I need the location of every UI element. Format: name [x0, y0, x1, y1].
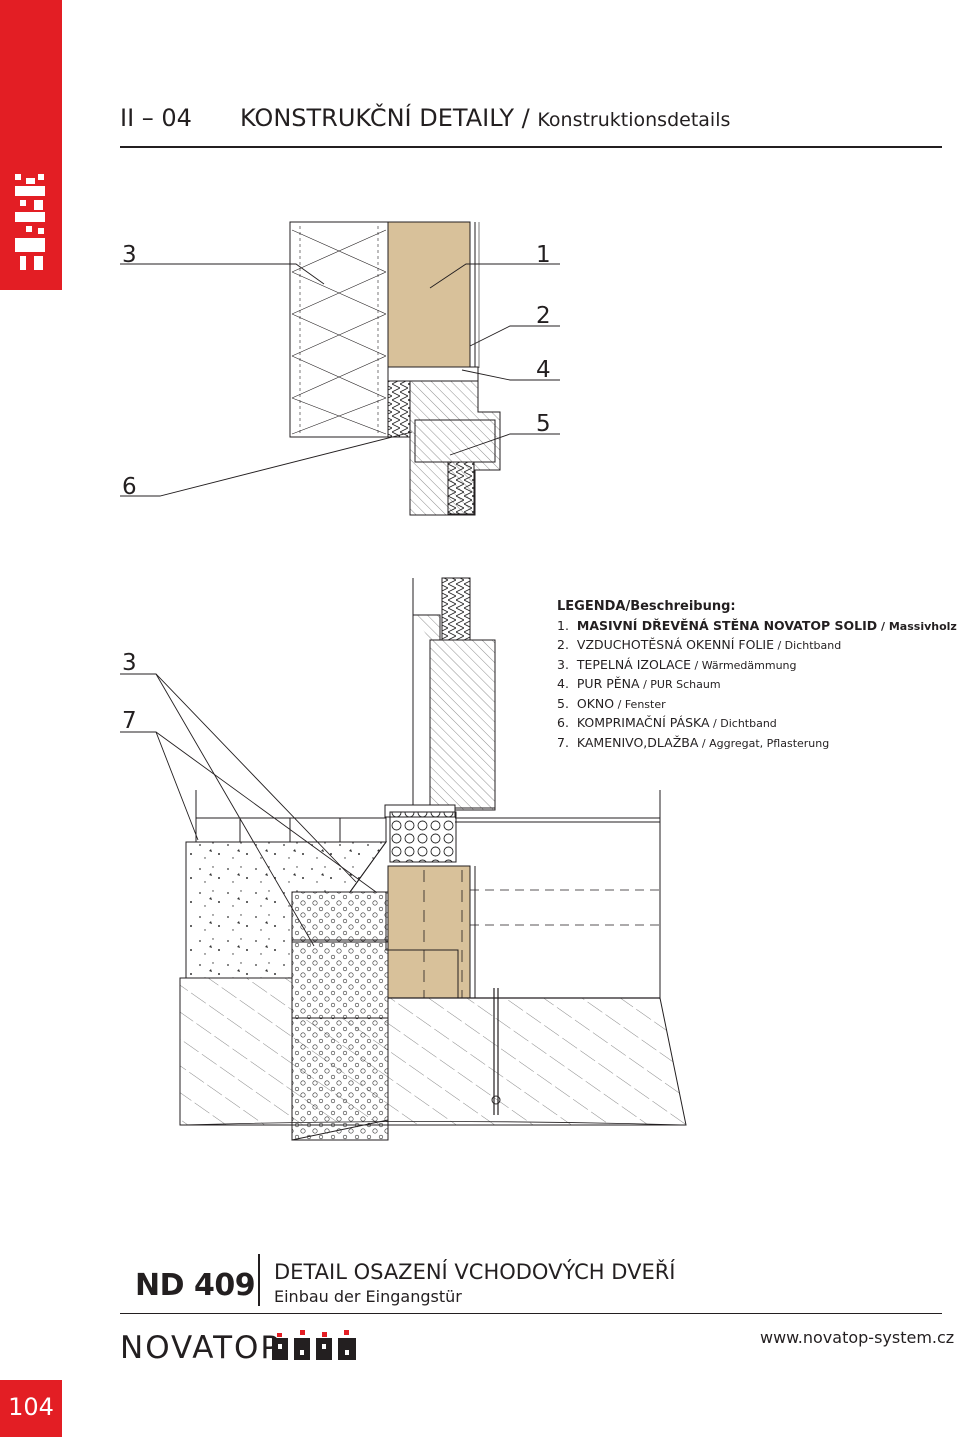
construction-detail-drawing: 3 1 2 4 5 6 3 7	[120, 221, 687, 1141]
legend-item: 6. KOMPRIMAČNÍ PÁSKA / Dichtband	[557, 715, 777, 730]
page-header: II – 04 KONSTRUKČNÍ DETAILY / Konstruktio…	[120, 104, 730, 132]
detail-title: DETAIL OSAZENÍ VCHODOVÝCH DVEŘÍ	[274, 1260, 676, 1284]
section-number: II – 04	[120, 104, 192, 132]
page-number: 104	[8, 1393, 54, 1421]
detail-code: ND 409	[135, 1268, 256, 1303]
novatop-logo-icon	[272, 1330, 356, 1360]
legend-item: 7. KAMENIVO,DLAŽBA / Aggregat, Pflasteru…	[557, 734, 830, 750]
callout-2: 2	[536, 303, 551, 329]
legend-item: 1. MASIVNÍ DŘEVĚNÁ STĚNA NOVATOP SOLID /…	[557, 617, 957, 633]
header-rule	[120, 146, 942, 148]
callout-5: 5	[536, 411, 551, 437]
footer-rule	[120, 1313, 942, 1314]
callout-3-top: 3	[122, 242, 137, 268]
novatop-logo-mark	[15, 174, 45, 270]
header-title: KONSTRUKČNÍ DETAILY /	[240, 104, 530, 132]
callout-4: 4	[536, 357, 551, 383]
legend-item: 5. OKNO / Fenster	[557, 695, 666, 711]
header-subtitle: Konstruktionsdetails	[537, 109, 731, 131]
callout-3-bottom: 3	[122, 650, 137, 676]
legend: LEGENDA/Beschreibung: 1. MASIVNÍ DŘEVĚNÁ…	[557, 598, 957, 753]
legend-item: 4. PUR PĚNA / PUR Schaum	[557, 676, 721, 691]
callout-6: 6	[122, 474, 137, 500]
callout-1: 1	[536, 242, 551, 268]
detail-subtitle: Einbau der Eingangstür	[274, 1287, 462, 1306]
legend-title: LEGENDA/Beschreibung:	[557, 599, 736, 614]
brand-wordmark: NOVATOP	[120, 1330, 282, 1366]
callout-7: 7	[122, 708, 137, 734]
page-number-box	[0, 1380, 62, 1437]
website-link[interactable]: www.novatop-system.cz	[760, 1328, 955, 1347]
footer-divider	[258, 1254, 260, 1306]
legend-item: 3. TEPELNÁ IZOLACE / Wärmedämmung	[557, 656, 797, 672]
legend-item: 2. VZDUCHOTĚSNÁ OKENNÍ FOLIE / Dichtband	[557, 637, 842, 652]
